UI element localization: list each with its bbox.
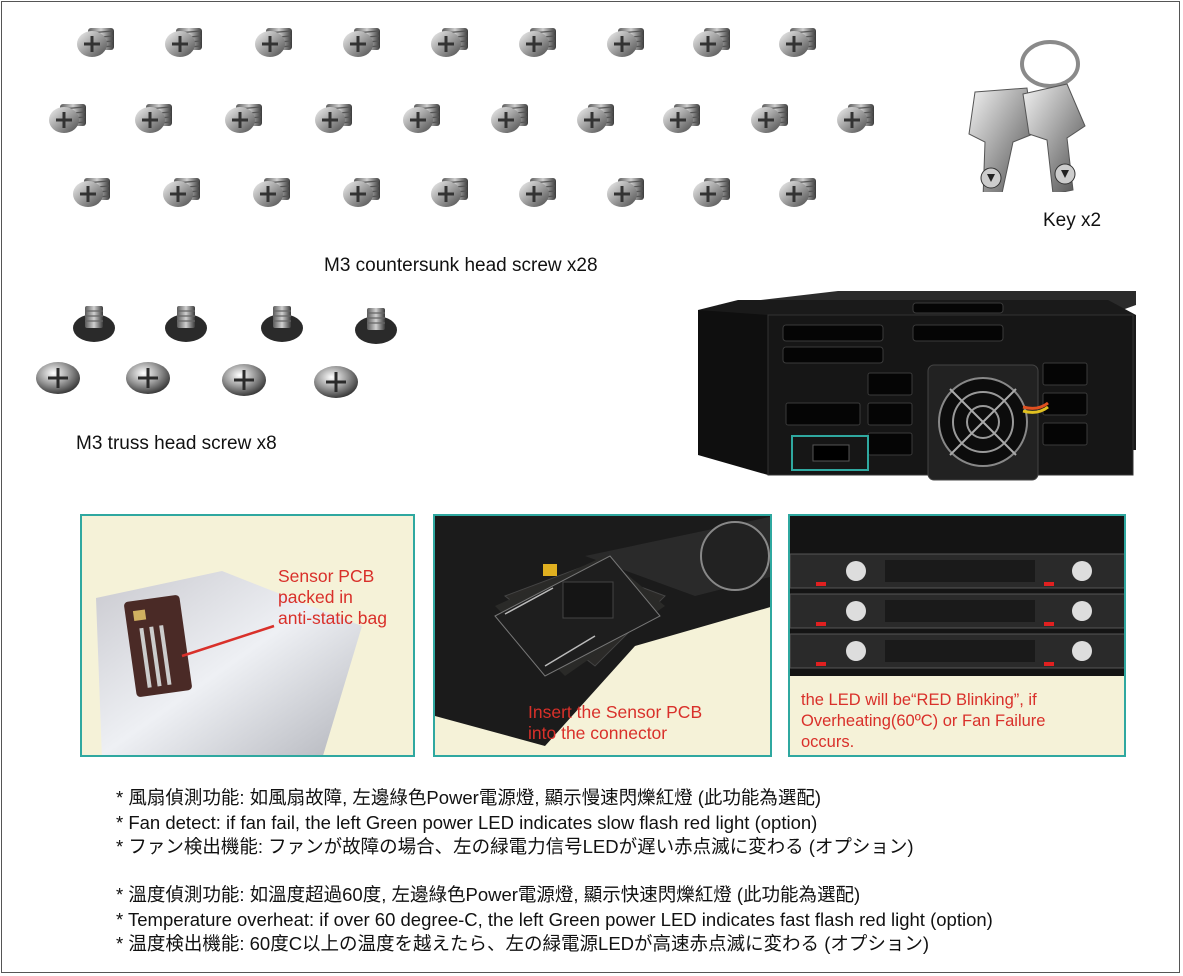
- screw-icon: [575, 102, 616, 135]
- fan-detect-notes: * 風扇偵測功能: 如風扇故障, 左邊綠色Power電源燈, 顯示慢速閃爍紅燈 …: [116, 786, 914, 860]
- temperature-notes: * 溫度偵測功能: 如溫度超過60度, 左邊綠色Power電源燈, 顯示快速閃爍…: [116, 883, 993, 957]
- screw-icon: [253, 26, 294, 59]
- note-line: * Fan detect: if fan fail, the left Gree…: [116, 811, 818, 833]
- screw-icon: [691, 176, 732, 209]
- screw-icon: [749, 102, 790, 135]
- screw-icon: [164, 305, 208, 343]
- note-line: * 温度検出機能: 60度C以上の温度を越えたら、左の緑電源LEDが高速赤点滅に…: [116, 933, 930, 954]
- label-line: Overheating(60ºC) or Fan Failure: [801, 712, 1046, 730]
- screw-icon: [691, 26, 732, 59]
- screw-icon: [161, 176, 202, 209]
- screw-icon: [429, 26, 470, 59]
- screw-icon: [220, 362, 268, 398]
- anti-static-bag-photo: [96, 571, 362, 755]
- countersunk-caption: M3 countersunk head screw x28: [324, 255, 598, 276]
- screw-icon: [517, 26, 558, 59]
- screw-icon: [34, 360, 82, 396]
- truss-caption: M3 truss head screw x8: [76, 433, 277, 454]
- key-icon: [968, 40, 1086, 192]
- screw-icon: [71, 176, 112, 209]
- screw-icon: [312, 364, 360, 400]
- label-line: anti-static bag: [278, 608, 387, 628]
- screw-icon: [429, 176, 470, 209]
- screw-icon: [835, 102, 876, 135]
- led-panel: the LED will be“RED Blinking”, if Overhe…: [788, 514, 1126, 757]
- label-line: Sensor PCB: [278, 566, 375, 586]
- screw-icon: [341, 26, 382, 59]
- insert-pcb-photo: [435, 516, 770, 755]
- screw-icon: [124, 360, 172, 396]
- screw-icon: [47, 102, 88, 135]
- screw-icon: [133, 102, 174, 135]
- insert-pcb-panel: Insert the Sensor PCB into the connector: [433, 514, 772, 757]
- sensor-pcb-panel: Sensor PCB packed in anti-static bag: [80, 514, 415, 757]
- label-line: into the connector: [528, 723, 668, 743]
- led-bays-photo: [790, 516, 1124, 676]
- screw-icon: [313, 102, 354, 135]
- drive-cage-photo: [698, 291, 1136, 481]
- screw-icon: [777, 176, 818, 209]
- label-line: the LED will be“RED Blinking”, if: [801, 691, 1037, 709]
- screw-icon: [661, 102, 702, 135]
- note-line: * ファン検出機能: ファンが故障の場合、左の緑電力信号LEDが遅い赤点滅に変わ…: [116, 836, 914, 857]
- screw-icon: [163, 26, 204, 59]
- screw-icon: [354, 307, 398, 345]
- screw-icon: [605, 26, 646, 59]
- screw-icon: [777, 26, 818, 59]
- screw-icon: [401, 102, 442, 135]
- screw-icon: [260, 305, 304, 343]
- screw-icon: [72, 305, 116, 343]
- insert-pcb-label: Insert the Sensor PCB into the connector: [528, 702, 702, 744]
- sensor-pcb-label: Sensor PCB packed in anti-static bag: [278, 566, 387, 629]
- led-label: the LED will be“RED Blinking”, if Overhe…: [801, 690, 1045, 753]
- screw-icon: [223, 102, 264, 135]
- label-line: Insert the Sensor PCB: [528, 702, 703, 722]
- note-line: * 風扇偵測功能: 如風扇故障, 左邊綠色Power電源燈, 顯示慢速閃爍紅燈 …: [116, 787, 822, 808]
- key-caption: Key x2: [1043, 210, 1102, 231]
- screw-icon: [251, 176, 292, 209]
- note-line: * 溫度偵測功能: 如溫度超過60度, 左邊綠色Power電源燈, 顯示快速閃爍…: [116, 884, 861, 905]
- screw-icon: [489, 102, 530, 135]
- note-line: * Temperature overheat: if over 60 degre…: [116, 908, 993, 930]
- label-line: occurs.: [801, 733, 855, 751]
- screw-icon: [75, 26, 116, 59]
- screw-icon: [605, 176, 646, 209]
- label-line: packed in: [278, 587, 353, 607]
- screw-icon: [341, 176, 382, 209]
- screw-icon: [517, 176, 558, 209]
